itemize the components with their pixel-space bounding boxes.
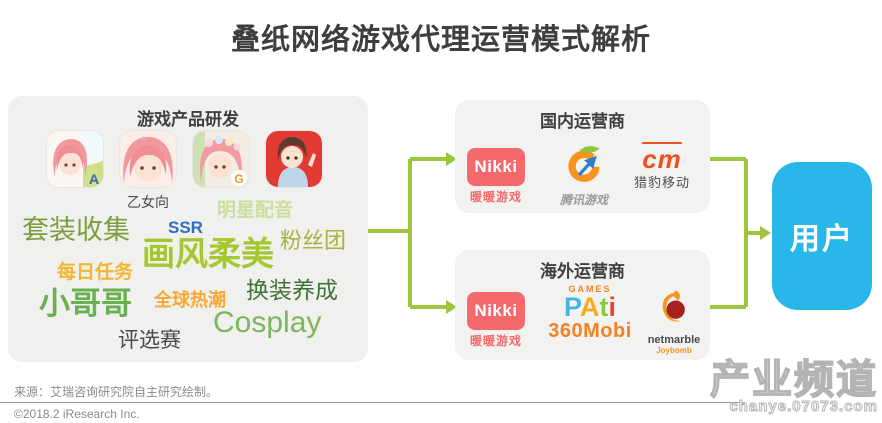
nikki-caption: 暖暖游戏 (469, 334, 522, 348)
tencent-g-icon (568, 146, 600, 182)
pati-letter-i: i (608, 292, 617, 322)
nikki-wordmark: Nikki (467, 148, 525, 186)
keyword-cosplay: Cosplay (213, 306, 322, 339)
icon-label-otome: 乙女向 (127, 194, 169, 210)
pati-wordmark: PAti (540, 292, 640, 322)
mobi-caption: 360Mobi (548, 320, 632, 342)
netmarble-logo: netmarble Joybomb (643, 288, 705, 355)
keyword-outfit-collection: 套装收集 (22, 215, 130, 245)
footer-divider (0, 402, 745, 403)
anime-girl-app-icon-1: A (47, 131, 103, 187)
cheetah-mobile-logo: cm 猎豹移动 (623, 144, 701, 191)
pati-games-banner: GAMES (568, 284, 612, 294)
rnd-box-header: 游戏产品研发 (137, 110, 239, 129)
svg-text:A: A (89, 171, 99, 187)
anime-girl-app-icon-2 (120, 131, 176, 187)
joybomb-caption: Joybomb (656, 346, 692, 355)
domestic-box-header: 国内运营商 (540, 112, 625, 131)
overseas-operators-box: 海外运营商 Nikki 暖暖游戏 GAMES PAti 360Mobi netm… (455, 250, 710, 360)
anime-guy-app-icon-4 (266, 131, 322, 187)
keyword-ssr: SSR (168, 218, 203, 237)
nikki-logo-overseas: Nikki 暖暖游戏 (467, 292, 525, 349)
rnd-box: 游戏产品研发 A (8, 96, 368, 362)
nikki-logo: Nikki 暖暖游戏 (467, 148, 525, 205)
keyword-contest: 评选赛 (118, 329, 181, 352)
tencent-caption: 腾讯游戏 (559, 193, 608, 207)
keyword-soft-art-style: 画风柔美 (142, 235, 274, 272)
icon-label-star-dubbing: 明星配音 (216, 200, 293, 221)
user-label: 用户 (790, 223, 854, 256)
site-watermark: 产业频道 chanye.07073.com (709, 358, 878, 416)
keyword-little-brother: 小哥哥 (39, 286, 132, 321)
copyright-note: ©2018.2 iResearch Inc. (14, 407, 140, 421)
keyword-fan-club: 粉丝团 (280, 228, 347, 253)
netmarble-caption: netmarble (647, 334, 701, 346)
domestic-operators-box: 国内运营商 Nikki 暖暖游戏 腾讯游戏 cm 猎豹移动 (455, 100, 710, 213)
tencent-games-logo: 腾讯游戏 (550, 142, 618, 208)
pati-letter-a: A (580, 292, 600, 322)
cheetah-caption: 猎豹移动 (633, 175, 690, 190)
cm-wordmark: cm (642, 144, 682, 174)
keyword-global-craze: 全球热潮 (154, 290, 226, 310)
netmarble-blob-icon (662, 290, 685, 322)
nikki-caption: 暖暖游戏 (469, 190, 522, 204)
pati-games-logo: GAMES PAti 360Mobi (540, 284, 640, 343)
keyword-daily-tasks: 每日任务 (57, 262, 134, 283)
page-title: 叠纸网络游戏代理运营模式解析 (230, 24, 651, 56)
anime-girl-app-icon-3: G (193, 131, 249, 187)
pati-letter-p: P (563, 292, 580, 322)
user-box: 用户 (772, 162, 872, 310)
pati-letter-t: t (599, 292, 609, 322)
watermark-url: chanye.07073.com (729, 398, 878, 416)
nikki-wordmark: Nikki (467, 292, 525, 330)
watermark-title: 产业频道 (709, 358, 878, 402)
keyword-dressup-nurture: 换装养成 (246, 277, 338, 303)
overseas-box-header: 海外运营商 (540, 262, 625, 281)
source-note: 来源：艾瑞咨询研究院自主研究绘制。 (14, 385, 219, 399)
svg-text:G: G (234, 172, 243, 186)
